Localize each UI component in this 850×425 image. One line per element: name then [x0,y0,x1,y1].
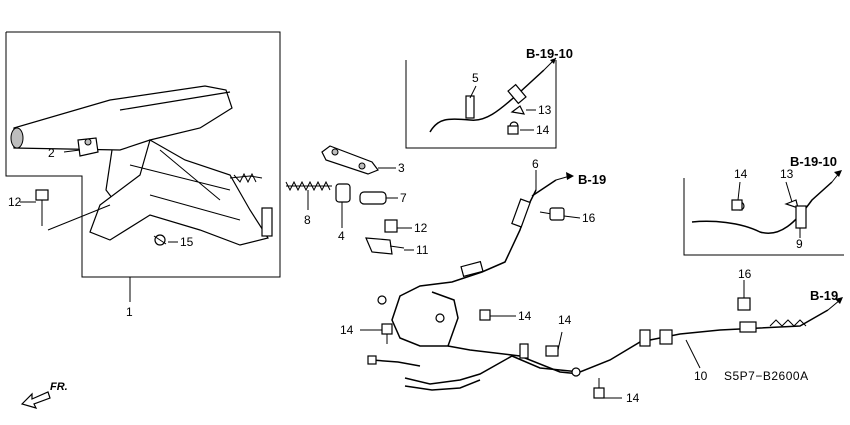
callout-12-left: 12 [8,195,22,209]
front-direction-arrow-icon: FR. [20,381,68,409]
callout-labels: 2 12 15 1 3 7 8 4 12 11 5 13 14 6 16 14 … [8,71,803,405]
bolt-part-14-bottom [593,378,605,399]
callout-6: 6 [532,157,539,171]
callout-3: 3 [398,161,405,175]
ref-b-19-mid: B-19 [578,172,606,187]
leader-lines [20,85,801,399]
callout-14-bottom: 14 [626,391,640,405]
bolt-part-14-mid-low [545,345,559,357]
callout-1: 1 [126,305,133,319]
callout-14-top: 14 [536,123,550,137]
callout-15: 15 [180,235,194,249]
bolt-part-15 [153,234,167,246]
equalizer-part-3 [321,145,379,175]
cable-part-10 [404,309,829,391]
bolt-part-16-mid [539,207,565,221]
callout-7: 7 [400,191,407,205]
callout-12-mid: 12 [414,221,428,235]
reference-arrows [543,57,843,311]
parking-brake-lever [10,85,273,246]
callout-13-right: 13 [780,167,794,181]
ref-b-19-10-right: B-19-10 [790,154,837,169]
callout-10: 10 [694,369,708,383]
callout-4: 4 [338,229,345,243]
reference-labels: B-19-10 B-19 B-19-10 B-19 [526,46,838,303]
collar-part-4 [335,183,351,203]
bolt-part-14-inset-right [731,199,743,211]
front-direction-label: FR. [50,381,68,393]
clip-part-2 [77,137,99,157]
callout-14-mid-low: 14 [558,313,572,327]
callout-5: 5 [472,71,479,85]
callout-14-center: 14 [518,309,532,323]
diagram-code: S5P7−B2600A [724,369,809,383]
inset-box-top [405,60,557,149]
ref-b-19-bottom: B-19 [810,288,838,303]
callout-16-mid: 16 [582,211,596,225]
bracket-part-11 [365,237,405,255]
bolt-part-14-inset-top [507,125,519,135]
callout-13-top: 13 [538,103,552,117]
callout-16-right: 16 [738,267,752,281]
bolt-part-12-mid [384,219,398,233]
bolt-part-12-left [35,189,49,226]
callout-2: 2 [48,146,55,160]
spring-part-8 [285,180,332,192]
cable-part-6 [367,179,581,375]
bolt-part-14-center [479,309,500,321]
callout-11: 11 [416,243,429,257]
callout-8: 8 [304,213,311,227]
bolt-part-14-left [381,323,393,344]
callout-14-left: 14 [340,323,354,337]
nut-part-7 [359,191,387,205]
callout-14-right: 14 [734,167,748,181]
inset-box-right [683,178,844,256]
bolt-part-16-right [737,284,751,311]
callout-9: 9 [796,237,803,251]
lever-assembly-frame [5,31,281,278]
ref-b-19-10-top: B-19-10 [526,46,573,61]
